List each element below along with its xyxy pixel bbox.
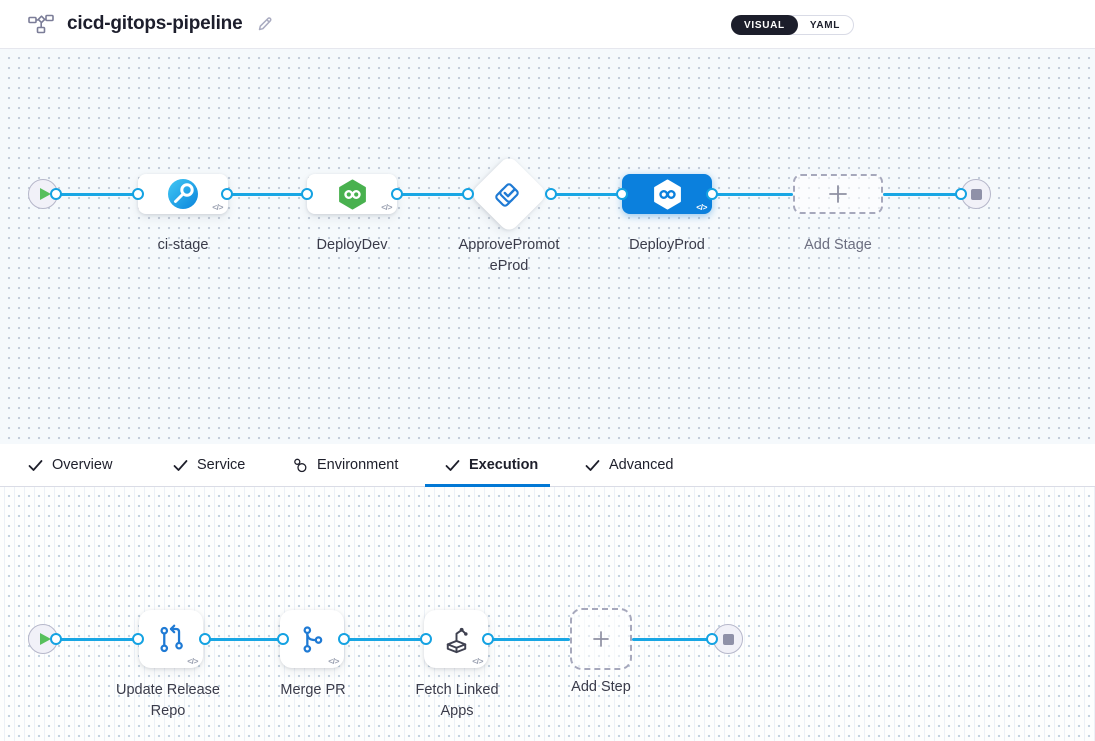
fetch-linked-apps-icon <box>440 623 473 656</box>
stage-node-deployprod[interactable]: </> <box>622 174 712 214</box>
connector-port[interactable] <box>338 633 350 645</box>
code-chip: </> <box>696 202 707 212</box>
flow-line <box>205 637 283 641</box>
connector-port[interactable] <box>50 633 62 645</box>
execution-step-canvas: </> </> <box>0 487 1095 741</box>
connector-port[interactable] <box>132 633 144 645</box>
step-label: Merge PR <box>280 682 346 698</box>
stop-icon <box>722 633 734 645</box>
header: cicd-gitops-pipeline VISUAL YAML <box>0 0 1095 49</box>
connector-port[interactable] <box>955 188 967 200</box>
connector-port[interactable] <box>221 188 233 200</box>
stage-node-ci-stage[interactable]: </> <box>138 174 228 214</box>
yaml-toggle-button[interactable]: YAML <box>809 19 841 31</box>
visual-yaml-toggle: VISUAL YAML <box>731 15 855 35</box>
stage-label: DeployDev <box>316 237 388 253</box>
connector-port[interactable] <box>616 188 628 200</box>
add-step-label: Add Step <box>571 679 631 695</box>
flow-line <box>344 637 426 641</box>
connector-port[interactable] <box>50 188 62 200</box>
code-chip: </> <box>187 656 198 666</box>
tab-service[interactable]: Service <box>173 444 245 486</box>
step-node-merge-pr[interactable]: </> <box>280 610 344 668</box>
tab-environment[interactable]: Environment <box>293 444 398 486</box>
flow-line <box>712 192 793 196</box>
check-icon <box>173 459 188 472</box>
merge-pr-icon <box>297 624 328 655</box>
connector-port[interactable] <box>462 188 474 200</box>
update-release-repo-icon <box>156 624 187 655</box>
connector-port[interactable] <box>277 633 289 645</box>
connector-port[interactable] <box>132 188 144 200</box>
code-chip: </> <box>212 202 223 212</box>
flow-line <box>56 637 138 641</box>
flow-line <box>551 192 622 196</box>
play-icon <box>39 188 51 200</box>
connector-port[interactable] <box>482 633 494 645</box>
tab-execution[interactable]: Execution <box>445 444 538 486</box>
stage-label: DeployProd <box>629 237 705 253</box>
check-icon <box>28 459 43 472</box>
code-chip: </> <box>472 656 483 666</box>
add-step-button[interactable] <box>570 608 632 670</box>
active-tab-underline <box>425 484 550 487</box>
step-node-update-release-repo[interactable]: </> <box>139 610 203 668</box>
flow-line <box>227 192 307 196</box>
play-icon <box>39 633 51 645</box>
code-chip: </> <box>328 656 339 666</box>
flow-line <box>632 637 712 641</box>
step-label: Update Release Repo <box>116 682 220 719</box>
stop-icon <box>970 188 982 200</box>
plus-icon <box>591 629 611 649</box>
stage-node-deploydev[interactable]: </> <box>307 174 397 214</box>
cd-hexagon-icon <box>336 178 369 211</box>
pipeline-icon <box>28 13 54 35</box>
plus-icon <box>827 183 849 205</box>
stage-canvas: </> </> <box>0 49 1095 444</box>
stage-label: ci-stage <box>157 237 209 253</box>
ci-build-icon <box>166 177 200 211</box>
step-label: Fetch Linked Apps <box>415 682 499 719</box>
add-stage-button[interactable] <box>793 174 883 214</box>
visual-toggle-button[interactable]: VISUAL <box>731 15 798 35</box>
flow-line <box>397 192 468 196</box>
flow-line <box>488 637 570 641</box>
tab-advanced[interactable]: Advanced <box>585 444 674 486</box>
check-icon <box>585 459 600 472</box>
connector-port[interactable] <box>420 633 432 645</box>
flow-line <box>883 192 961 196</box>
connector-port[interactable] <box>301 188 313 200</box>
connector-port[interactable] <box>706 188 718 200</box>
environment-icon <box>293 458 308 473</box>
stage-config-tabs: Overview Service Environment Execution A… <box>0 444 1095 487</box>
step-node-fetch-linked-apps[interactable]: </> <box>424 610 488 668</box>
edit-pencil-icon[interactable] <box>256 15 274 33</box>
connector-port[interactable] <box>391 188 403 200</box>
pipeline-title: cicd-gitops-pipeline <box>67 13 243 34</box>
stage-label: ApprovePromot eProd <box>458 237 560 274</box>
code-chip: </> <box>381 202 392 212</box>
cd-hexagon-icon <box>651 178 684 211</box>
stage-node-approvepromoteprod[interactable] <box>469 154 549 234</box>
connector-port[interactable] <box>706 633 718 645</box>
tab-overview[interactable]: Overview <box>28 444 112 486</box>
approval-icon <box>491 176 527 212</box>
connector-port[interactable] <box>199 633 211 645</box>
flow-line <box>56 192 138 196</box>
connector-port[interactable] <box>545 188 557 200</box>
check-icon <box>445 459 460 472</box>
add-stage-label: Add Stage <box>804 237 872 253</box>
